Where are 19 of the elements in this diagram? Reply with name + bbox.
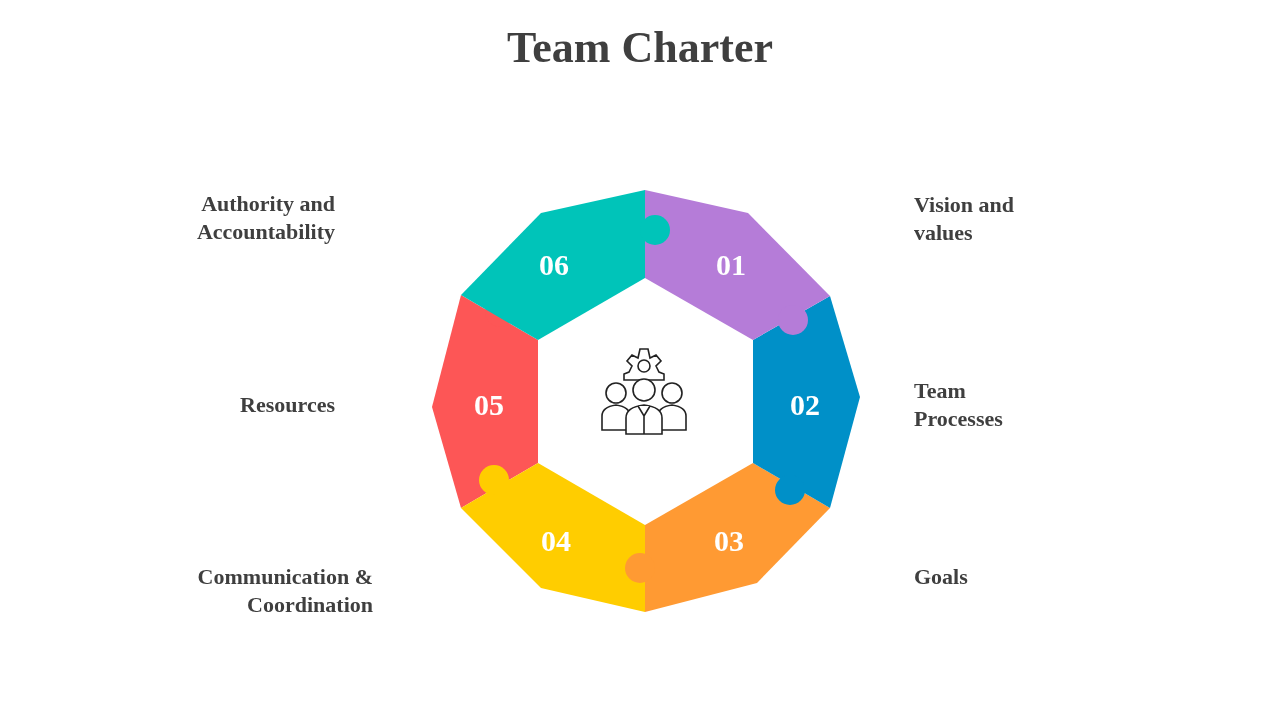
title: Team Charter	[506, 22, 774, 73]
step-number: 02	[790, 390, 820, 420]
step-label: Resources	[239, 391, 335, 419]
step-label: Goals	[914, 563, 969, 591]
puzzle-piece	[461, 463, 645, 612]
step-label: Team Processes	[914, 377, 1004, 433]
puzzle-piece	[432, 295, 538, 508]
step-label: Vision and values	[914, 191, 1016, 247]
step-label: Communication & Coordination	[196, 563, 373, 619]
step-number: 06	[539, 250, 569, 280]
puzzle-piece	[625, 463, 830, 612]
step-label: Authority and Accountability	[195, 190, 335, 246]
step-number: 03	[714, 526, 744, 556]
puzzle-piece	[461, 190, 670, 340]
step-number: 01	[716, 250, 746, 280]
puzzle-piece	[645, 190, 830, 340]
step-number: 04	[541, 526, 571, 556]
step-number: 05	[474, 390, 504, 420]
puzzle-piece	[753, 296, 860, 508]
